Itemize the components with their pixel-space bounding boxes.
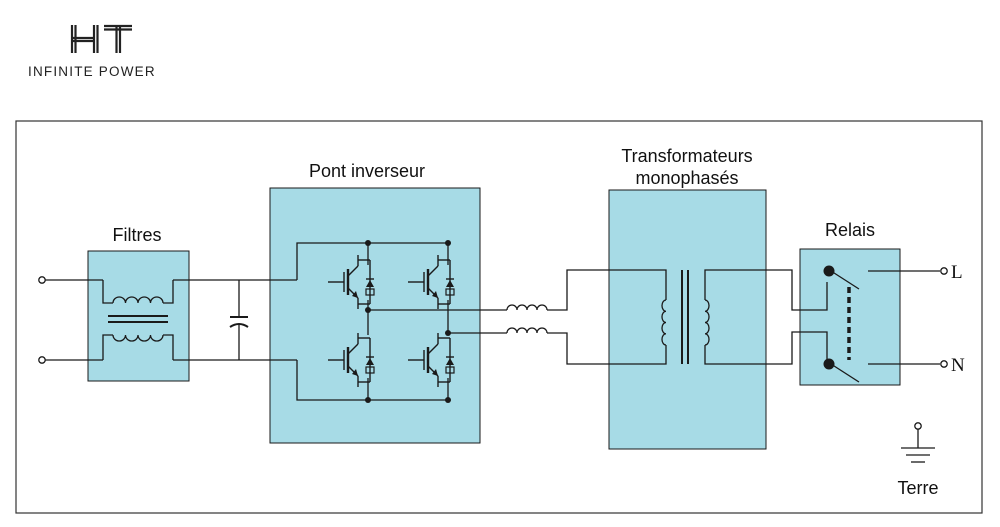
ht-logo-icon [70,24,132,53]
brand-tagline: INFINITE POWER [28,64,156,79]
transformer-label-line1: Transformateurs [621,146,752,166]
filter-choke-icon [102,280,174,360]
diagram-frame [15,120,983,514]
output-inductor-bottom-icon [506,327,548,334]
relay-contact-top [823,265,835,277]
input-terminal-bottom [38,356,46,364]
transformer-icon [661,270,710,364]
dc-capacitor-icon [229,280,249,360]
transformer-label-line2: monophasés [635,168,738,188]
earth-label: Terre [897,478,938,498]
terminal-line-label: L [951,262,963,283]
inverter-label: Pont inverseur [309,161,425,181]
output-inductor-top-icon [506,304,548,311]
filter-label: Filtres [113,225,162,245]
output-terminal-neutral [940,360,948,368]
relay-contact-bottom [823,358,835,370]
relay-label: Relais [825,220,875,240]
earth-ground-icon [901,422,935,463]
output-terminal-line [940,267,948,275]
terminal-neutral-label: N [951,355,965,376]
input-terminal-top [38,276,46,284]
